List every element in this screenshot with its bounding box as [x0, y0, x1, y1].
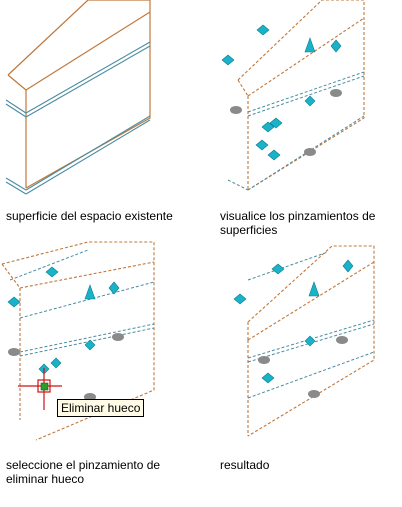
panel-existing-surface	[0, 0, 200, 200]
grip-diamond[interactable]	[261, 121, 275, 133]
caption-existing-surface: superficie del espacio existente	[6, 209, 173, 223]
grip-diamond[interactable]	[221, 54, 235, 66]
grip-diamond[interactable]	[342, 259, 354, 273]
grip-ellipse[interactable]	[258, 356, 270, 364]
grip-diamond[interactable]	[271, 263, 285, 275]
grip-diamond[interactable]	[267, 149, 281, 161]
panel-surface-grips	[218, 0, 402, 200]
caption-surface-grips: visualice los pinzamientos de superficie…	[220, 209, 376, 237]
grip-ellipse[interactable]	[230, 106, 242, 114]
grip-ellipse[interactable]	[308, 390, 320, 398]
grip-diamond[interactable]	[269, 117, 283, 129]
delete-hole-tooltip: Eliminar hueco	[57, 399, 145, 417]
result-drawing	[233, 245, 375, 437]
panel-result	[218, 240, 402, 440]
grip-triangle[interactable]	[308, 281, 320, 297]
grip-ellipse[interactable]	[8, 348, 20, 356]
caption-select-delete-hole: seleccione el pinzamiento de eliminar hu…	[6, 458, 161, 486]
grip-triangle[interactable]	[304, 37, 316, 53]
grip-ellipse[interactable]	[336, 336, 348, 344]
grip-diamond[interactable]	[7, 296, 21, 308]
crosshair-cursor-icon	[18, 368, 62, 410]
surface-grips-drawing	[221, 0, 365, 191]
grip-diamond[interactable]	[45, 266, 59, 278]
grip-ellipse[interactable]	[330, 89, 342, 97]
grip-diamond[interactable]	[255, 139, 269, 151]
grip-diamond[interactable]	[261, 372, 275, 384]
grip-diamond[interactable]	[256, 24, 270, 36]
grip-triangle[interactable]	[84, 284, 96, 300]
grip-diamond[interactable]	[50, 357, 62, 369]
grip-diamond[interactable]	[304, 95, 316, 107]
grip-diamond[interactable]	[304, 335, 316, 347]
existing-surface-drawing	[5, 0, 151, 195]
grip-diamond[interactable]	[330, 39, 342, 53]
grip-ellipse[interactable]	[112, 333, 124, 341]
caption-result: resultado	[220, 458, 270, 472]
delete-hole-grip[interactable]	[40, 382, 49, 391]
grip-diamond[interactable]	[233, 293, 247, 305]
grip-diamond[interactable]	[108, 281, 120, 295]
grip-ellipse[interactable]	[304, 148, 316, 156]
grip-diamond[interactable]	[84, 339, 96, 351]
